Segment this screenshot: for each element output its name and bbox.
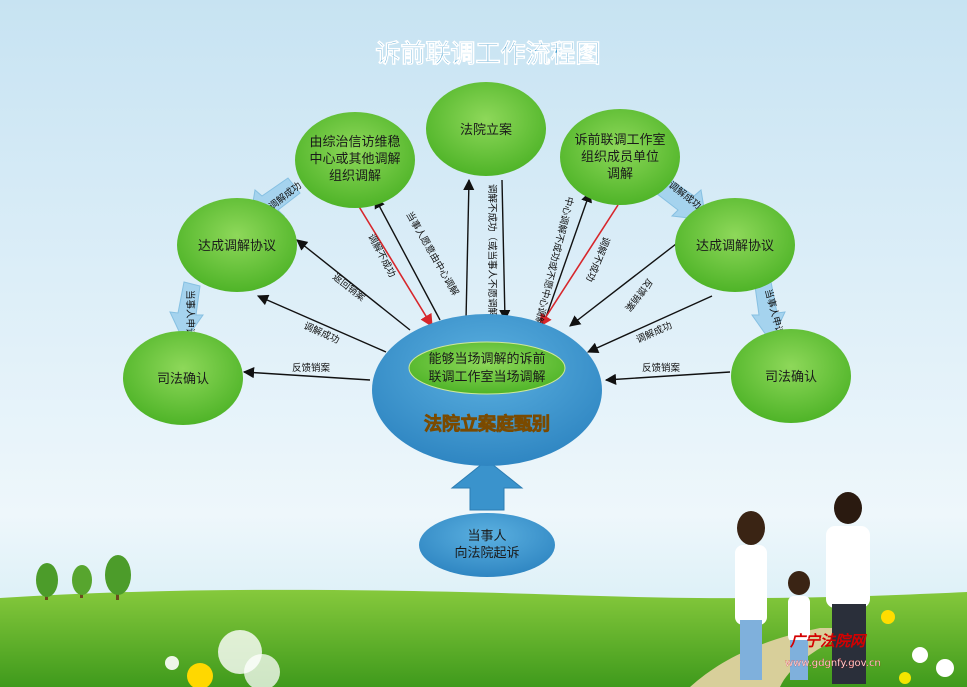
family-figures — [735, 492, 870, 684]
node-judicial-left-label: 司法确认 — [157, 372, 209, 387]
node-judicial-left: 司法确认 — [123, 331, 243, 425]
watermark-site-name: 广宁法院网 — [789, 632, 868, 650]
node-mediation-orgs-line1: 由综治信访维稳 — [309, 134, 400, 150]
flow-arrows — [242, 178, 731, 385]
node-center-inner-line2: 联调工作室当场调解 — [428, 369, 545, 385]
node-office-members-line1: 诉前联调工作室 — [574, 132, 665, 148]
node-agreement-left-label: 达成调解协议 — [198, 239, 276, 254]
node-mediation-orgs: 由综治信访维稳 中心或其他调解 组织调解 — [295, 112, 415, 208]
node-mediation-orgs-line3: 组织调解 — [329, 169, 381, 184]
edge-label-center-fail-or-unwilling: 中心调解不成功或不愿中心调解 — [532, 195, 576, 327]
edge-label-party-apply-left: 当事人申请 — [184, 290, 196, 338]
edge-label-feedback-left: 反馈销案 — [292, 362, 331, 374]
node-party-line2: 向法院起诉 — [454, 545, 519, 561]
node-mediation-orgs-line2: 中心或其他调解 — [309, 152, 400, 167]
edge-label-mediation-success-right: 调解成功 — [634, 319, 674, 345]
dirt-path — [690, 628, 860, 687]
tree-icon — [36, 555, 131, 600]
node-court-screening: 能够当场调解的诉前 联调工作室当场调解 法院立案庭甄别 — [372, 314, 602, 466]
flower-icon — [881, 610, 954, 684]
node-agreement-right-label: 达成调解协议 — [696, 239, 774, 254]
node-office-members-line2: 组织成员单位 — [581, 150, 659, 165]
edge-label-mediation-fail-right: 调解不成功 — [583, 235, 612, 284]
red-arrows — [357, 204, 619, 328]
watermark-url: www.gdgnfy.gov.cn — [785, 658, 881, 669]
diagram-title: 诉前联调工作流程图 — [375, 39, 600, 68]
node-office-members-line3: 调解 — [607, 167, 633, 182]
node-agreement-left: 达成调解协议 — [177, 198, 297, 292]
node-center-inner-line1: 能够当场调解的诉前 — [428, 351, 545, 367]
node-court-filing: 法院立案 — [426, 82, 546, 176]
edge-label-party-willing: 当事人愿意由中心调解 — [403, 210, 461, 299]
node-office-members: 诉前联调工作室 组织成员单位 调解 — [560, 109, 680, 205]
dandelion-icon — [165, 630, 280, 687]
edge-label-feedback-right: 反馈销案 — [642, 362, 681, 374]
node-center-title: 法院立案庭甄别 — [424, 413, 550, 435]
edge-label-return-case: 返回销案 — [330, 271, 368, 304]
node-party: 当事人 向法院起诉 — [419, 513, 555, 577]
node-judicial-right-label: 司法确认 — [765, 370, 817, 385]
edge-label-fail-or-unwilling: 调解不成功（或当事人不愿调解） — [486, 184, 498, 327]
node-party-line1: 当事人 — [467, 529, 506, 544]
edge-label-mediation-fail-left: 调解不成功 — [365, 232, 398, 280]
node-court-filing-label: 法院立案 — [460, 123, 512, 138]
node-agreement-right: 达成调解协议 — [675, 198, 795, 292]
node-judicial-right: 司法确认 — [731, 329, 851, 423]
